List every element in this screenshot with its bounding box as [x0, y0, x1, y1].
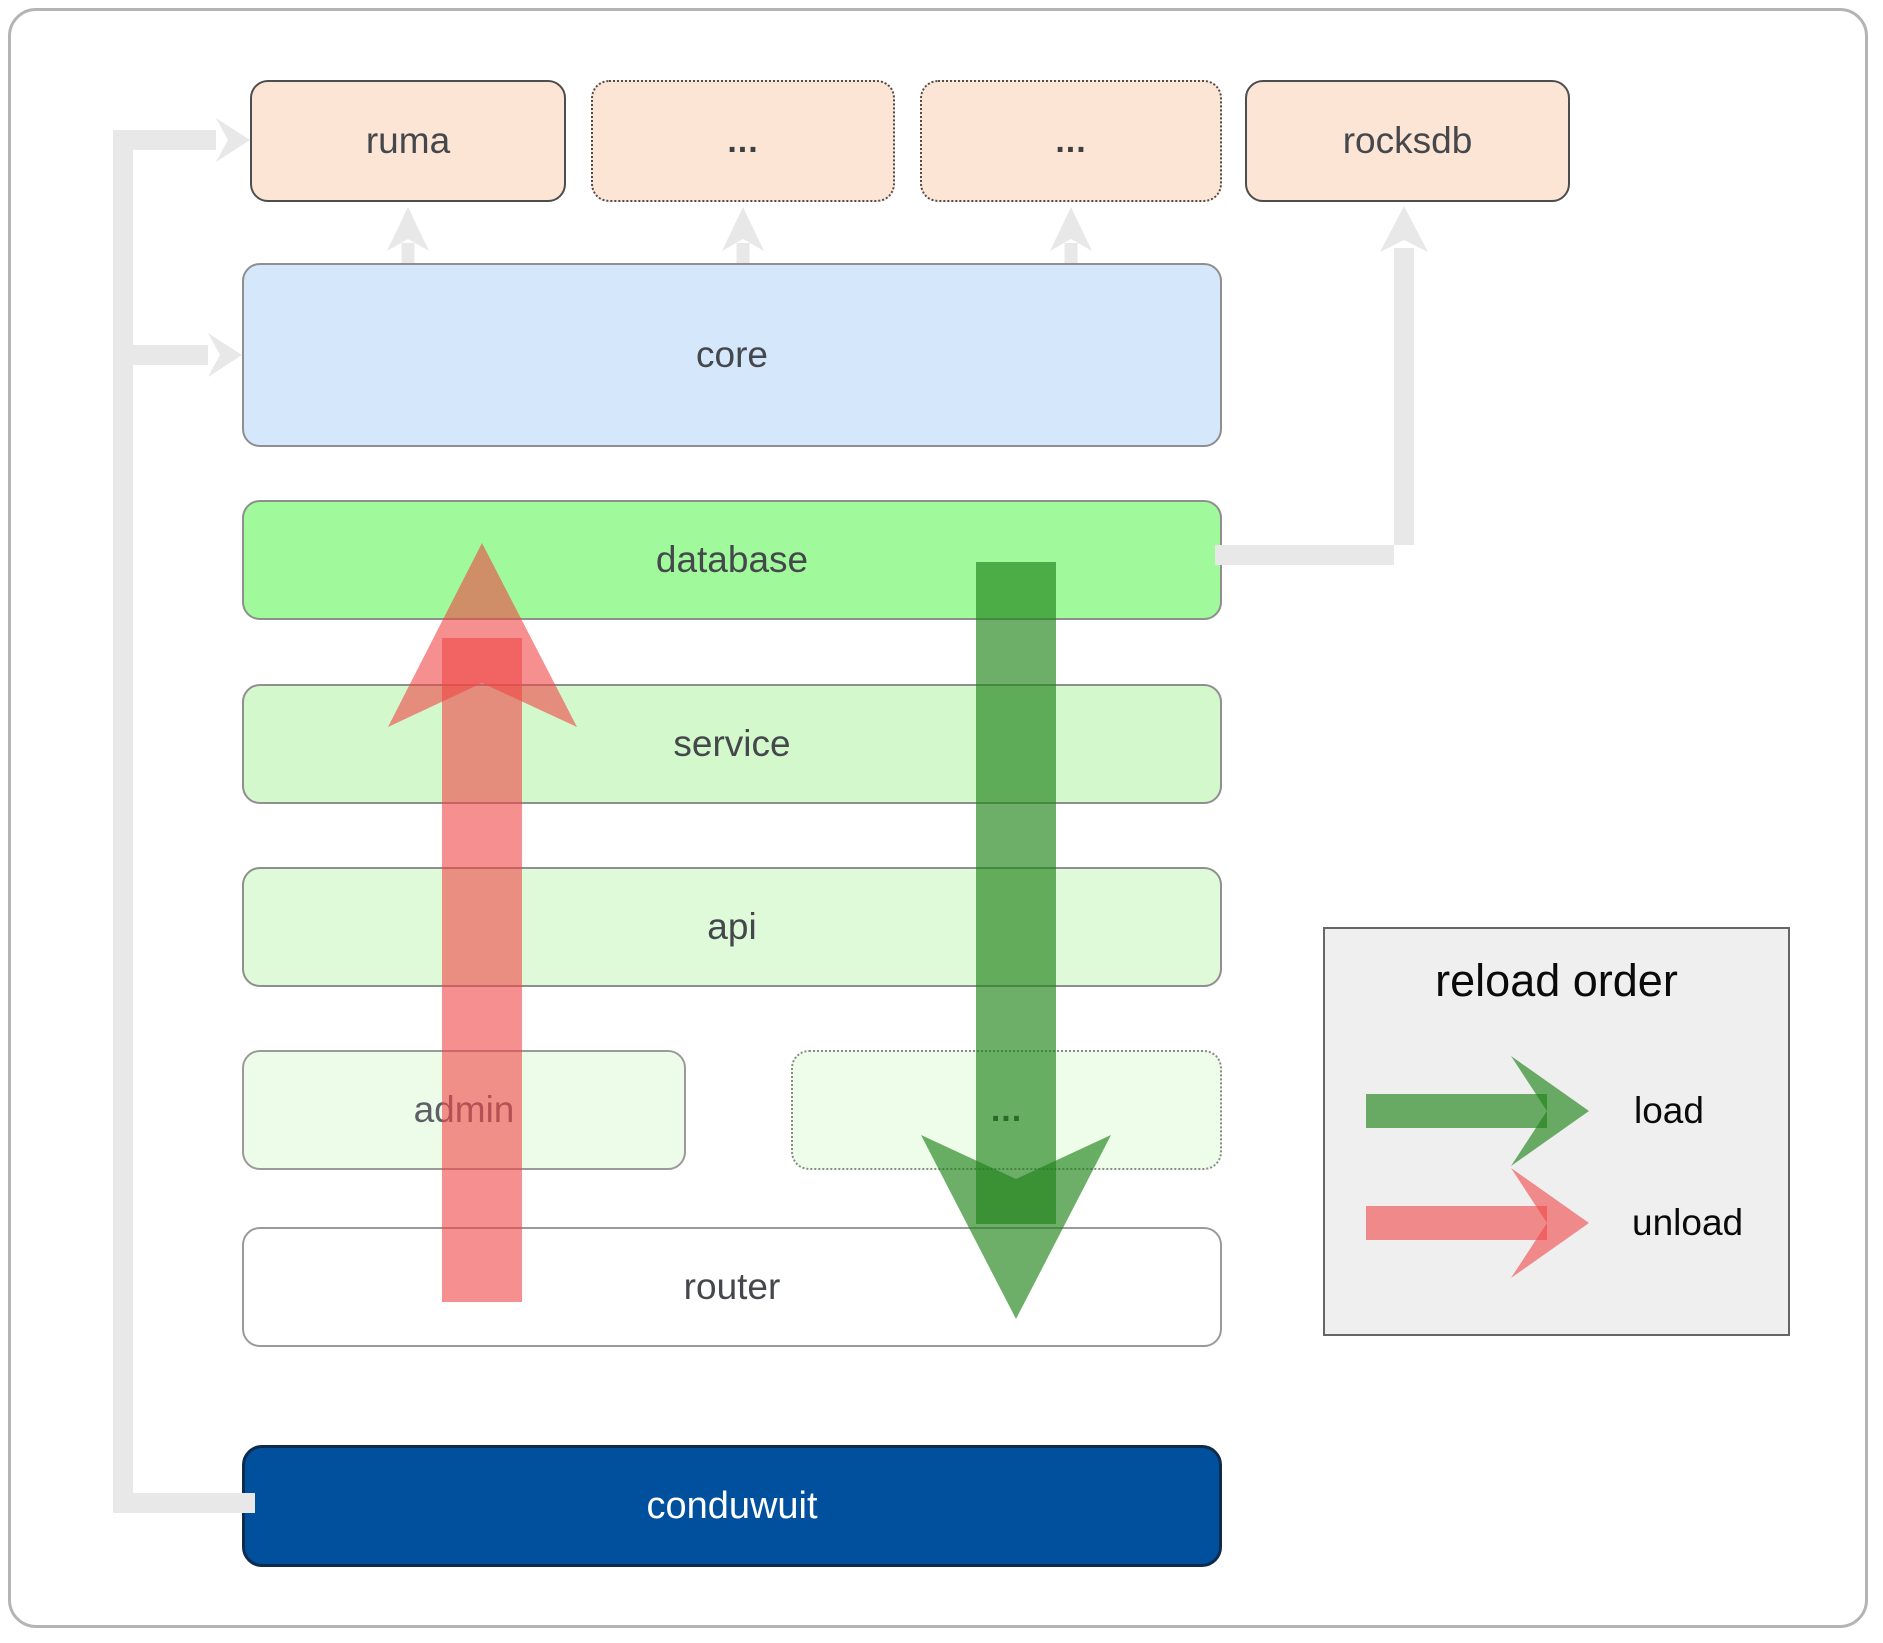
legend-unload-arrow-shaft — [1366, 1206, 1547, 1240]
arrowhead-into-ruma-icon — [216, 118, 250, 162]
box-ellipsis-top-1: ... — [591, 80, 895, 202]
legend-load-arrow-shaft — [1366, 1094, 1547, 1128]
box-rocksdb: rocksdb — [1245, 80, 1570, 202]
box-core: core — [242, 263, 1222, 447]
box-api: api — [242, 867, 1222, 987]
arrowhead-into-core-icon — [208, 333, 242, 377]
legend: reload order load unload — [1323, 927, 1790, 1336]
arrow-core-to-ext1-icon — [722, 207, 764, 251]
legend-load-label: load — [1634, 1090, 1704, 1131]
outer-frame — [8, 8, 1868, 1628]
database-to-rocksdb-connector — [1215, 206, 1428, 565]
legend-title: reload order — [1435, 955, 1678, 1006]
legend-load-arrowhead — [1511, 1056, 1589, 1166]
box-conduwuit: conduwuit — [242, 1445, 1222, 1567]
arrowhead-into-rocksdb-icon — [1380, 206, 1428, 252]
box-ruma: ruma — [250, 80, 566, 202]
core-to-deps-arrows — [387, 207, 1092, 263]
legend-unload-label: unload — [1632, 1202, 1744, 1243]
legend-unload-arrowhead — [1511, 1168, 1589, 1278]
legend-unload-arrow-icon — [1366, 1168, 1589, 1278]
arrow-core-to-ext1-stem — [736, 243, 750, 263]
arrow-core-to-ext2-stem — [1064, 243, 1078, 263]
legend-arrows — [1366, 1056, 1589, 1278]
arrow-core-to-ruma-stem — [401, 243, 415, 263]
arrow-core-to-ext2-icon — [1050, 207, 1092, 251]
connector-core-branch — [133, 345, 208, 365]
connector-left-line — [113, 130, 255, 1513]
connector-rocksdb-elbow — [1215, 248, 1414, 565]
conduwuit-to-ruma-core-connector — [113, 118, 255, 1513]
legend-load-arrow-icon — [1366, 1056, 1589, 1166]
arrow-core-to-ruma-icon — [387, 207, 429, 251]
box-ellipsis-top-2: ... — [920, 80, 1222, 202]
